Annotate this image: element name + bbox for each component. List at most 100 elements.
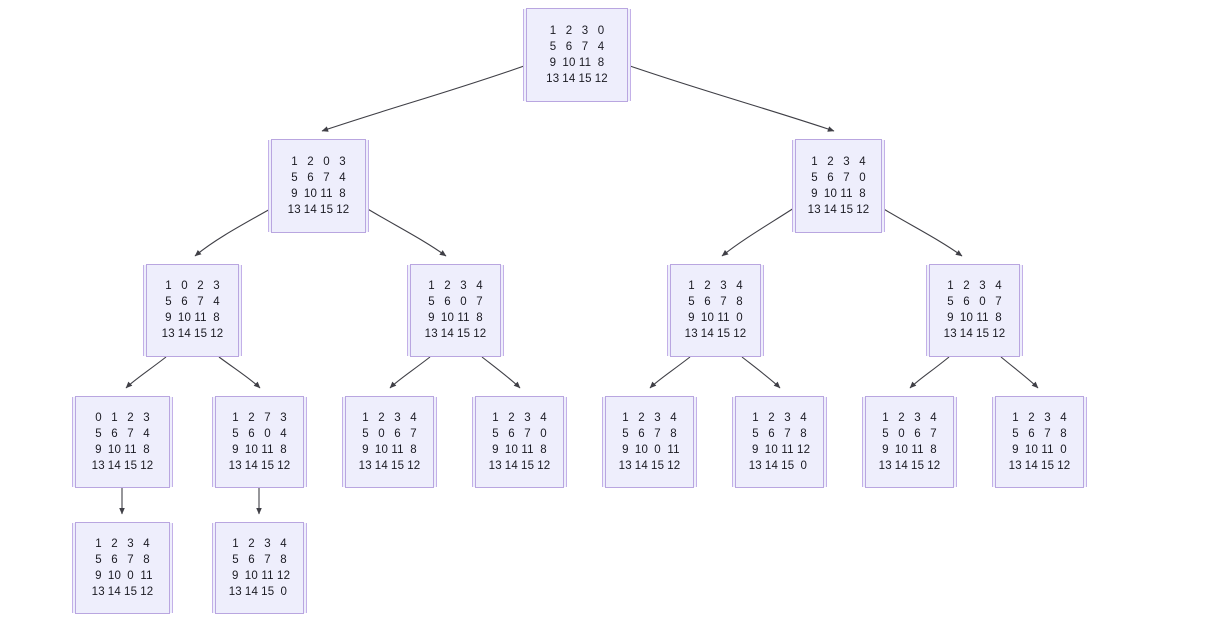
puzzle-tile-blank: 0	[540, 427, 547, 440]
puzzle-tile: 7	[197, 296, 204, 308]
puzzle-tile: 15	[578, 72, 592, 85]
puzzle-tile: 2	[111, 537, 118, 550]
puzzle-tile: 8	[476, 312, 483, 324]
puzzle-tile: 1	[947, 280, 954, 292]
puzzle-tile: 8	[213, 312, 220, 324]
puzzle-tile: 1	[688, 280, 695, 292]
puzzle-tile: 12	[140, 459, 154, 472]
puzzle-tile: 3	[264, 537, 271, 550]
puzzle-tile: 1	[811, 155, 818, 168]
puzzle-tile: 14	[303, 203, 317, 216]
puzzle-tile: 2	[197, 280, 204, 292]
puzzle-tile-blank: 0	[898, 427, 905, 440]
puzzle-tile: 12	[473, 328, 487, 340]
puzzle-tile: 4	[339, 171, 346, 184]
puzzle-tile: 11	[976, 312, 989, 324]
puzzle-tile: 13	[287, 203, 301, 216]
puzzle-tile: 5	[165, 296, 172, 308]
puzzle-tile: 15	[457, 328, 471, 340]
puzzle-tile: 11	[261, 443, 274, 456]
puzzle-tile: 3	[654, 411, 661, 424]
puzzle-tile: 7	[581, 40, 589, 53]
puzzle-tile: 2	[444, 280, 451, 292]
puzzle-tile: 15	[651, 459, 665, 472]
puzzle-tile: 1	[428, 280, 435, 292]
puzzle-tile: 4	[476, 280, 483, 292]
puzzle-tile: 1	[232, 537, 239, 550]
puzzle-tile: 10	[1024, 443, 1039, 456]
puzzle-tile: 1	[882, 411, 889, 424]
puzzle-tile: 6	[963, 296, 970, 308]
puzzle-tile: 8	[339, 187, 346, 200]
puzzle-tile: 3	[720, 280, 727, 292]
puzzle-tile: 6	[565, 40, 573, 53]
puzzle-tile-blank: 0	[800, 459, 808, 472]
puzzle-tile: 14	[504, 459, 518, 472]
puzzle-tile: 1	[232, 411, 239, 424]
puzzle-tile: 12	[210, 328, 224, 340]
puzzle-tile: 7	[720, 296, 727, 308]
puzzle-tile: 4	[1060, 411, 1067, 424]
puzzle-tile: 8	[143, 553, 150, 566]
puzzle-tile: 3	[524, 411, 531, 424]
puzzle-tile: 12	[856, 203, 870, 216]
puzzle-tile: 3	[784, 411, 791, 424]
puzzle-tile: 6	[638, 427, 645, 440]
puzzle-tile: 4	[859, 155, 866, 168]
puzzle-tile: 12	[140, 585, 154, 598]
puzzle-tile: 15	[320, 203, 334, 216]
puzzle-tile: 13	[546, 72, 560, 85]
puzzle-tile: 2	[1028, 411, 1035, 424]
puzzle-tile: 3	[213, 280, 220, 292]
puzzle-tile: 8	[995, 312, 1002, 324]
puzzle-tile: 11	[457, 312, 470, 324]
puzzle-tile: 2	[768, 411, 775, 424]
puzzle-tile: 9	[428, 312, 435, 324]
puzzle-tile: 10	[959, 312, 974, 324]
puzzle-tile: 14	[959, 328, 973, 340]
puzzle-tile: 9	[882, 443, 889, 456]
puzzle-tile: 10	[894, 443, 909, 456]
puzzle-tile: 1	[362, 411, 369, 424]
